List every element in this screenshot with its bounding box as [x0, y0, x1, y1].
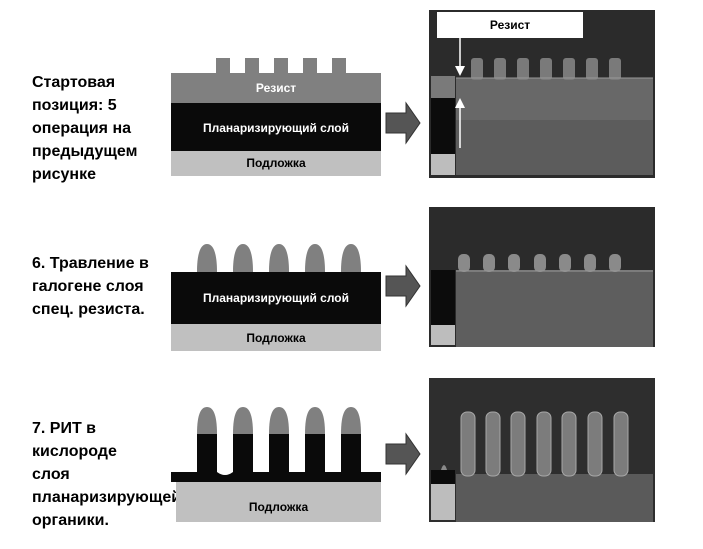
step-1-description: Стартовая позиция: 5 операция на предыду…: [32, 74, 138, 183]
pillar: [197, 407, 217, 474]
resist-layer: [171, 73, 381, 103]
resist-label: Резист: [255, 81, 297, 95]
pillar: [305, 407, 325, 474]
substrate-label: Подложка: [246, 331, 306, 345]
pillar: [341, 407, 361, 474]
resist-dome: [341, 244, 361, 272]
substrate-layer: [171, 324, 381, 351]
planarizing-label: Планаризирующий слой: [202, 121, 350, 135]
resist-dome: [269, 244, 289, 272]
resist-dome: [197, 244, 217, 272]
substrate-layer: [171, 151, 381, 176]
planarizing-layer: [171, 103, 381, 151]
pillar: [269, 407, 289, 474]
step-2-description: 6. Травление в галогене слоя спец. резис…: [32, 255, 149, 318]
sem-resist-label: Резист: [489, 18, 531, 32]
substrate-label: Подложка: [246, 156, 306, 170]
resist-tooth: [245, 58, 259, 74]
pillar: [233, 407, 253, 474]
planarizing-layer: [171, 272, 381, 324]
substrate-layer: [176, 482, 381, 522]
resist-dome: [305, 244, 325, 272]
step-3-description: 7. РИТ в кислороде слоя планаризирующей …: [32, 420, 182, 529]
resist-tooth: [332, 58, 346, 74]
resist-tooth: [274, 58, 288, 74]
planarizing-base: [171, 472, 381, 482]
substrate-label: Подложка: [248, 500, 309, 514]
resist-dome: [233, 244, 253, 272]
planarizing-label: Планаризирующий слой: [202, 291, 350, 305]
resist-tooth: [216, 58, 230, 74]
resist-tooth: [303, 58, 317, 74]
